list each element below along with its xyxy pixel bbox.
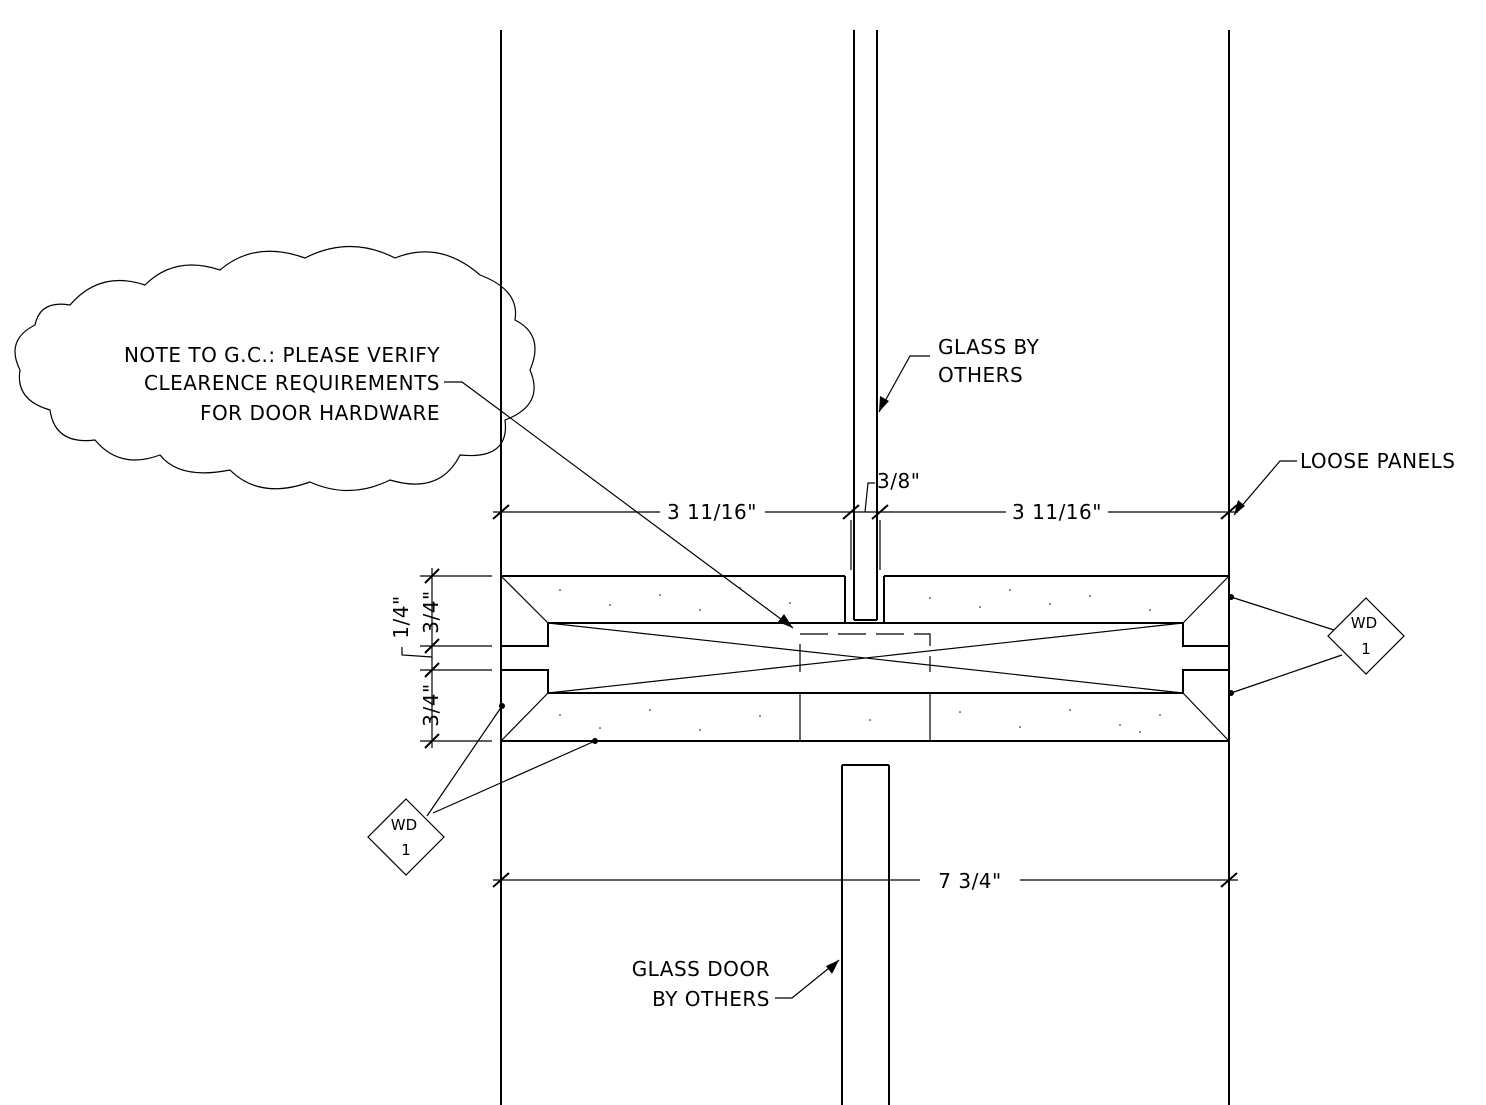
dim-overall: 7 3/4" [938, 869, 1001, 893]
glass-note: GLASS BY OTHERS [938, 335, 1040, 387]
dim-top-left: 3 11/16" [667, 500, 757, 524]
hardware-outline [799, 633, 931, 672]
glass-door [841, 764, 890, 1105]
loose-panels-arrowhead [1234, 500, 1245, 515]
panel-texture [559, 587, 1161, 733]
wd-tag-right: WD 1 [1228, 594, 1405, 696]
cloud-note-leader [444, 381, 794, 629]
glass-note-line-2: OTHERS [938, 363, 1023, 387]
cloud-note-arrowhead [778, 614, 793, 628]
wall-lines [500, 30, 1230, 1105]
glass-door-note-line-2: BY OTHERS [652, 987, 770, 1011]
glass-door-note-line-1: GLASS DOOR [632, 957, 770, 981]
core-blocking [547, 622, 1184, 694]
dim-left-bottom: 3/4" [419, 683, 443, 726]
wd-tag-left: WD 1 [367, 703, 598, 876]
dim-glass-gap: 3/8" [877, 469, 920, 493]
dim-glass-gap-leader [864, 482, 875, 513]
loose-panels-leader [1233, 460, 1297, 516]
revision-cloud [14, 245, 536, 492]
cloud-note: NOTE TO G.C.: PLEASE VERIFY CLEARENCE RE… [124, 343, 440, 425]
cloud-note-line-1: NOTE TO G.C.: PLEASE VERIFY [124, 343, 440, 367]
dim-left-mid: 1/4" [389, 595, 413, 638]
dim-left-mid-leader [401, 647, 433, 658]
wd-tag-left-num: 1 [401, 841, 411, 859]
glass-note-line-1: GLASS BY [938, 335, 1040, 359]
glass-door-leader [775, 959, 840, 999]
glass-note-arrowhead [879, 396, 889, 412]
bottom-panel [500, 669, 1230, 742]
wd-tag-right-code: WD [1351, 614, 1377, 632]
cloud-note-line-2: CLEARENCE REQUIREMENTS [144, 371, 440, 395]
wd-tag-right-num: 1 [1361, 640, 1371, 658]
glass-door-note: GLASS DOOR BY OTHERS [632, 957, 770, 1011]
loose-panels-note: LOOSE PANELS [1300, 449, 1456, 473]
left-dimension [420, 568, 492, 749]
glass-panel [853, 30, 878, 621]
cloud-note-line-3: FOR DOOR HARDWARE [200, 401, 440, 425]
top-panel [500, 575, 1230, 647]
glass-note-leader [878, 355, 930, 413]
glass-door-arrowhead [826, 960, 839, 974]
overall-dimension [492, 868, 1238, 892]
top-dimension [492, 500, 1238, 570]
dim-top-right: 3 11/16" [1012, 500, 1102, 524]
wd-tag-left-code: WD [391, 816, 417, 834]
dim-left-top: 3/4" [419, 590, 443, 633]
